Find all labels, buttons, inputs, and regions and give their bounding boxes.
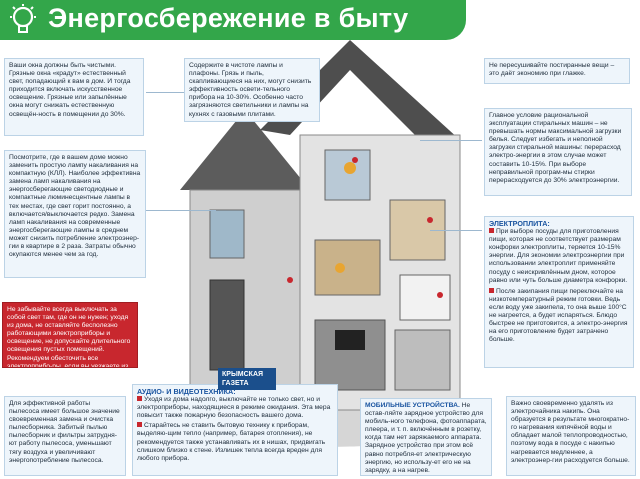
connector-line	[420, 140, 482, 141]
tip-audio-video: АУДИО- И ВИДЕОТЕХНИКА: Уходя из дома над…	[132, 384, 338, 476]
connector-line	[146, 210, 216, 211]
tip-kettle: Важно своевременно удалять из электрочай…	[506, 396, 636, 476]
tip-vacuum: Для эффективной работы пылесоса имеет бо…	[4, 396, 126, 476]
connector-line	[430, 230, 482, 231]
connector-line	[146, 92, 206, 93]
bullet-icon	[489, 228, 494, 234]
newspaper-logo: КРЫМСКАЯ ГАЗЕТА	[218, 368, 276, 390]
tip-clean-lamps: Содержите в чистоте лампы и плафоны. Гря…	[184, 58, 320, 122]
header-banner: Энергосбережение в быту	[0, 0, 466, 40]
tip-unplug-warning: Не забывайте всегда выключать за собой с…	[2, 302, 138, 368]
lightbulb-icon	[10, 4, 36, 33]
tip-ironing: Не пересушивайте постиранные вещи – это …	[484, 58, 630, 84]
tip-energy-saving-lamps: Посмотрите, где в вашем доме можно замен…	[4, 150, 146, 278]
stove-heading: ЭЛЕКТРОПЛИТА:	[489, 219, 550, 228]
page-title: Энергосбережение в быту	[48, 3, 409, 33]
av-heading: АУДИО- И ВИДЕОТЕХНИКА:	[137, 387, 236, 396]
bullet-icon	[489, 287, 494, 293]
tip-washing-machine: Главное условие рациональной эксплуатаци…	[484, 108, 632, 196]
tip-mobile-devices: МОБИЛЬНЫЕ УСТРОЙСТВА. Не остав-ляйте зар…	[360, 398, 492, 476]
tip-clean-windows: Ваши окна должны быть чистыми. Грязные о…	[4, 58, 144, 136]
tip-electric-stove: ЭЛЕКТРОПЛИТА: При выборе посуды для приг…	[484, 216, 634, 368]
bullet-icon	[137, 396, 142, 402]
bullet-icon	[137, 422, 142, 428]
